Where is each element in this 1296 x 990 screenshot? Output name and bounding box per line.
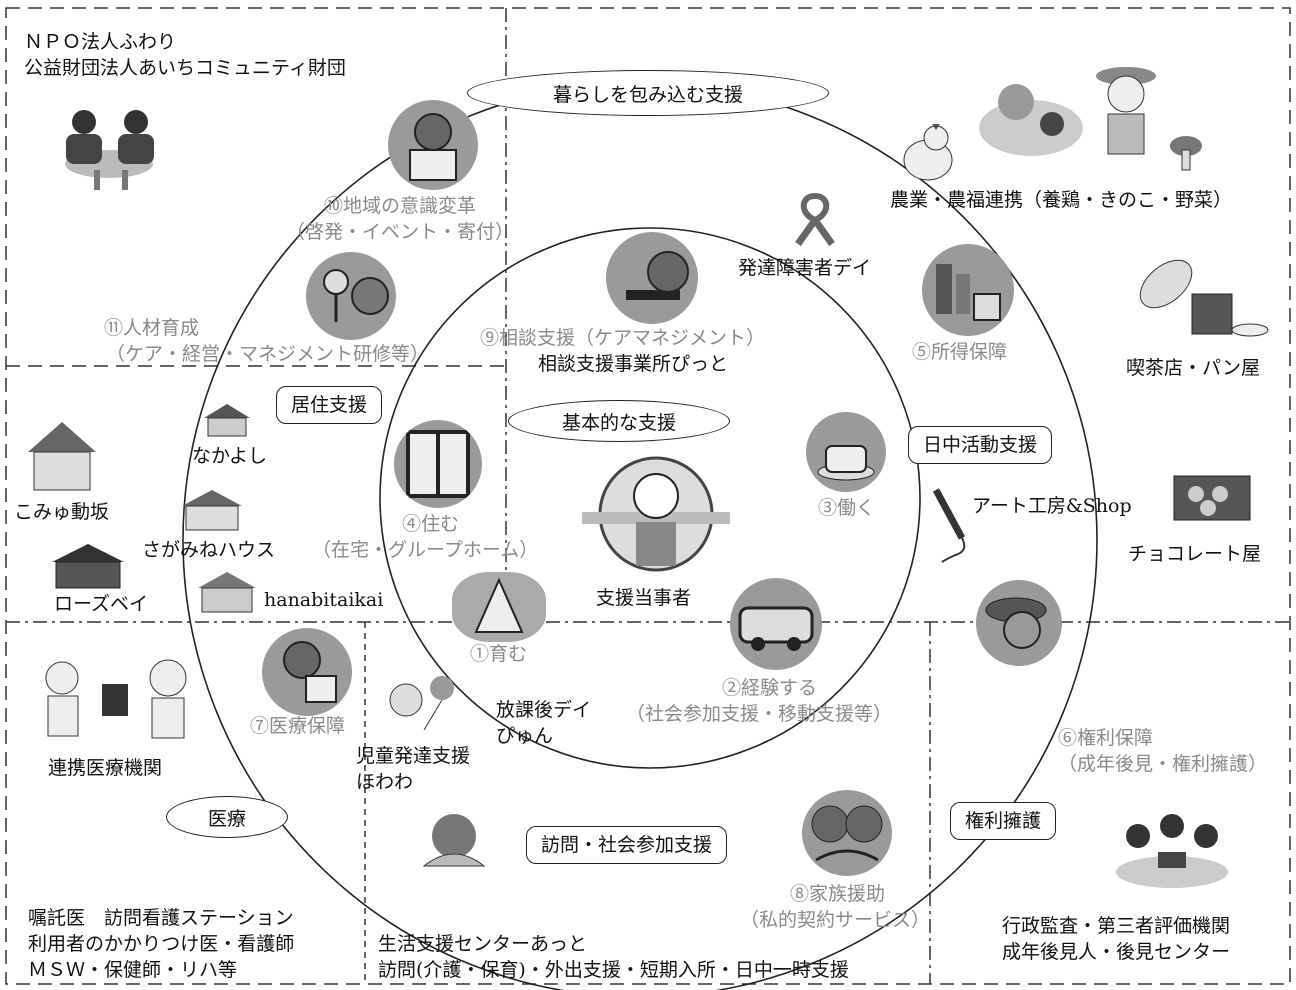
item-2-title: ②経験する bbox=[722, 677, 818, 699]
dev-day-label: 発達障害者デイ bbox=[738, 257, 872, 279]
child-smiling-icon bbox=[576, 454, 736, 574]
mushroom-icon bbox=[1164, 130, 1214, 174]
pencil-icon bbox=[928, 484, 978, 564]
medical-oval: 医療 bbox=[166, 796, 288, 838]
item-10-title: ⑩地域の意識変革 bbox=[323, 195, 476, 217]
art-label: アート工房&Shop bbox=[972, 495, 1132, 517]
outer-support-oval: 暮らしを包み込む支援 bbox=[467, 70, 829, 116]
meeting-laptop-icon bbox=[1108, 796, 1238, 896]
item-4-title: ④住む bbox=[402, 513, 460, 535]
item-5-label: ⑤所得保障 bbox=[912, 341, 1008, 363]
item-3-label: ③働く bbox=[818, 497, 876, 519]
org-npo: ＮＰＯ法人ふわり bbox=[24, 31, 177, 53]
farmer-icon bbox=[1092, 58, 1160, 168]
training-icon bbox=[306, 252, 396, 340]
chocolate-box-icon bbox=[1164, 452, 1254, 526]
item-7-label: ⑦医療保障 bbox=[250, 715, 346, 737]
medical-org-label: 連携医療機関 bbox=[48, 757, 163, 779]
item-11-sub: （ケア・経営・マネジメント研修等） bbox=[106, 343, 430, 365]
item-9-office: 相談支援事業所ぴっと bbox=[538, 353, 729, 375]
house-nakayoshi: なかよし bbox=[192, 445, 268, 467]
admin-2: 成年後見人・後見センター bbox=[1002, 941, 1231, 963]
child-dev-name: 児童発達支援 bbox=[356, 745, 471, 767]
basic-support-oval: 基本的な支援 bbox=[508, 400, 730, 442]
rights-icon bbox=[976, 580, 1062, 666]
medical-staff-3: ＭＳＷ・保健師・リハ等 bbox=[28, 959, 238, 981]
housing-box: 居住支援 bbox=[276, 386, 383, 424]
visit-support-box: 訪問・社会参加支援 bbox=[526, 826, 728, 864]
after-school-name: 放課後デイ bbox=[496, 699, 592, 721]
house-icon bbox=[196, 570, 258, 614]
center-label: 支援当事者 bbox=[596, 587, 692, 609]
medical-staff-2: 利用者のかかりつけ医・看護師 bbox=[28, 933, 295, 955]
item-2-sub: （社会参加支援・移動支援等） bbox=[626, 703, 893, 725]
item-6-sub: （成年後見・権利擁護） bbox=[1058, 753, 1268, 775]
item-11-title: ⑪人材育成 bbox=[104, 317, 200, 339]
consultation-icon bbox=[606, 232, 698, 324]
bread-coffee-icon bbox=[1132, 244, 1272, 344]
day-activity-box: 日中活動支援 bbox=[908, 426, 1053, 464]
house-hanabi: hanabitaikai bbox=[264, 589, 384, 611]
agriculture-label: 農業・農福連携（養鶏・きのこ・野菜） bbox=[890, 189, 1233, 211]
admin-1: 行政監査・第三者評価機関 bbox=[1002, 915, 1231, 937]
item-8-sub: （私的契約サービス） bbox=[740, 909, 931, 931]
doctors-icon bbox=[38, 654, 196, 750]
baby-balloon-icon bbox=[380, 670, 472, 738]
house-rosebay: ローズベイ bbox=[54, 593, 149, 615]
choco-label: チョコレート屋 bbox=[1128, 543, 1262, 565]
org-foundation: 公益財団法人あいちコミュニティ財団 bbox=[24, 57, 346, 79]
girl-watermelon-icon bbox=[414, 806, 494, 882]
item-1-label: ①育む bbox=[470, 643, 528, 665]
cafe-label: 喫茶店・パン屋 bbox=[1126, 357, 1260, 379]
vegetables-icon bbox=[976, 72, 1086, 162]
house-sagamine: さがみねハウス bbox=[142, 539, 276, 561]
life-center-services: 訪問(介護・保育)・外出支援・短期入所・日中一時支援 bbox=[378, 959, 849, 981]
after-school-sub: ぴゅん bbox=[496, 725, 554, 747]
family-icon bbox=[802, 790, 892, 876]
house-window-icon bbox=[394, 420, 482, 508]
house-icon bbox=[200, 402, 254, 438]
ribbon-icon bbox=[790, 190, 840, 247]
house-komyu: こみゅ動坂 bbox=[14, 501, 110, 523]
item-9-title: ⑨相談支援（ケアマネジメント） bbox=[480, 327, 766, 349]
work-coffee-icon bbox=[806, 412, 886, 492]
medical-icon bbox=[262, 628, 352, 716]
item-6-title: ⑥権利保障 bbox=[1058, 727, 1154, 749]
item-10-sub: （啓発・イベント・寄付） bbox=[285, 221, 514, 243]
house-icon bbox=[180, 488, 244, 532]
meeting-icon bbox=[44, 92, 174, 192]
income-icon bbox=[922, 244, 1014, 336]
bus-icon bbox=[730, 578, 822, 670]
item-4-sub: （在宅・グループホーム） bbox=[312, 539, 539, 561]
item-8-title: ⑧家族援助 bbox=[790, 883, 886, 905]
house-icon bbox=[24, 418, 100, 492]
awareness-icon bbox=[388, 100, 478, 190]
nurture-icon bbox=[452, 572, 546, 642]
house-icon bbox=[50, 542, 126, 590]
medical-staff-1: 嘱託医 訪問看護ステーション bbox=[28, 907, 294, 929]
rights-box: 権利擁護 bbox=[950, 802, 1057, 840]
inner-circle bbox=[379, 227, 921, 769]
chicken-icon bbox=[896, 120, 958, 186]
child-dev-sub: ほわわ bbox=[356, 771, 414, 793]
life-center-name: 生活支援センターあっと bbox=[378, 933, 588, 955]
